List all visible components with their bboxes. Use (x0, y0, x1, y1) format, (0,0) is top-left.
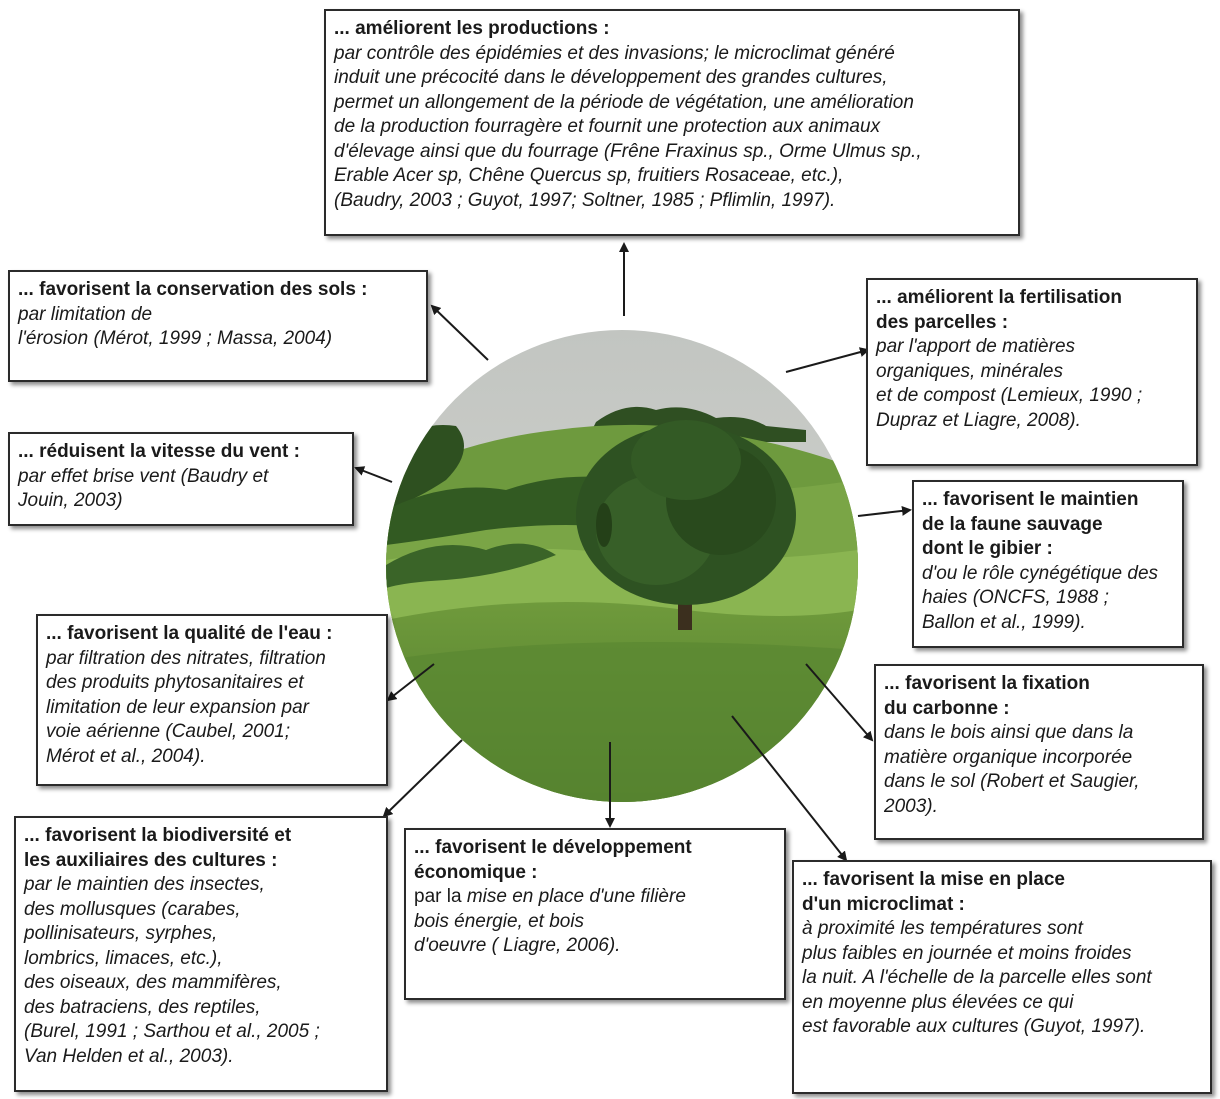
box-sols-title: ... favorisent la conservation des sols … (18, 279, 368, 300)
box-eau: ... favorisent la qualité de l'eau : par… (36, 614, 388, 786)
box-sols-body: par limitation de l'érosion (Mérot, 1999… (18, 303, 333, 350)
box-biodiversite: ... favorisent la biodiversité et les au… (14, 816, 388, 1092)
box-faune-body: d'ou le rôle cynégétique des haies (ONCF… (922, 562, 1159, 633)
box-biodiversite-title: ... favorisent la biodiversité et les au… (24, 825, 292, 871)
box-fertilisation-body: par l'apport de matières organiques, min… (876, 336, 1143, 431)
box-faune: ... favorisent le maintien de la faune s… (912, 480, 1184, 648)
box-vent: ... réduisent la vitesse du vent : par e… (8, 432, 354, 526)
box-eau-title: ... favorisent la qualité de l'eau : (46, 623, 333, 644)
box-faune-title: ... favorisent le maintien de la faune s… (922, 489, 1139, 559)
box-vent-body: par effet brise vent (Baudry et Jouin, 2… (18, 465, 269, 512)
box-economique-title: ... favorisent le développement économiq… (414, 837, 692, 883)
box-productions-body: par contrôle des épidémies et des invasi… (334, 42, 922, 211)
box-productions: ... améliorent les productions : par con… (324, 9, 1020, 236)
box-eau-body: par filtration des nitrates, filtration … (46, 647, 326, 767)
arrow-faune (857, 505, 912, 517)
box-sols: ... favorisent la conservation des sols … (8, 270, 428, 382)
box-carbone-title: ... favorisent la fixation du carbonne : (884, 673, 1090, 719)
box-carbone: ... favorisent la fixation du carbonne :… (874, 664, 1204, 840)
landscape-photo (386, 330, 858, 802)
box-microclimat: ... favorisent la mise en place d'un mic… (792, 860, 1212, 1094)
box-fertilisation: ... améliorent la fertilisation des parc… (866, 278, 1198, 466)
box-microclimat-body: à proximité les températures sont plus f… (802, 918, 1152, 1037)
box-biodiversite-body: par le maintien des insectes, des mollus… (24, 874, 320, 1067)
box-economique: ... favorisent le développement économiq… (404, 828, 786, 1000)
box-economique-body: par la mise en place d'une filière bois … (414, 885, 776, 959)
box-economique-body-rest: mise en place d'une filière bois énergie… (414, 886, 686, 956)
box-economique-body-prefix: par la (414, 886, 467, 907)
box-productions-title: ... améliorent les productions : (334, 18, 610, 39)
box-carbone-body: dans le bois ainsi que dans la matière o… (884, 722, 1140, 817)
box-vent-title: ... réduisent la vitesse du vent : (18, 441, 300, 462)
box-fertilisation-title: ... améliorent la fertilisation des parc… (876, 287, 1123, 333)
box-microclimat-title: ... favorisent la mise en place d'un mic… (802, 869, 1065, 915)
